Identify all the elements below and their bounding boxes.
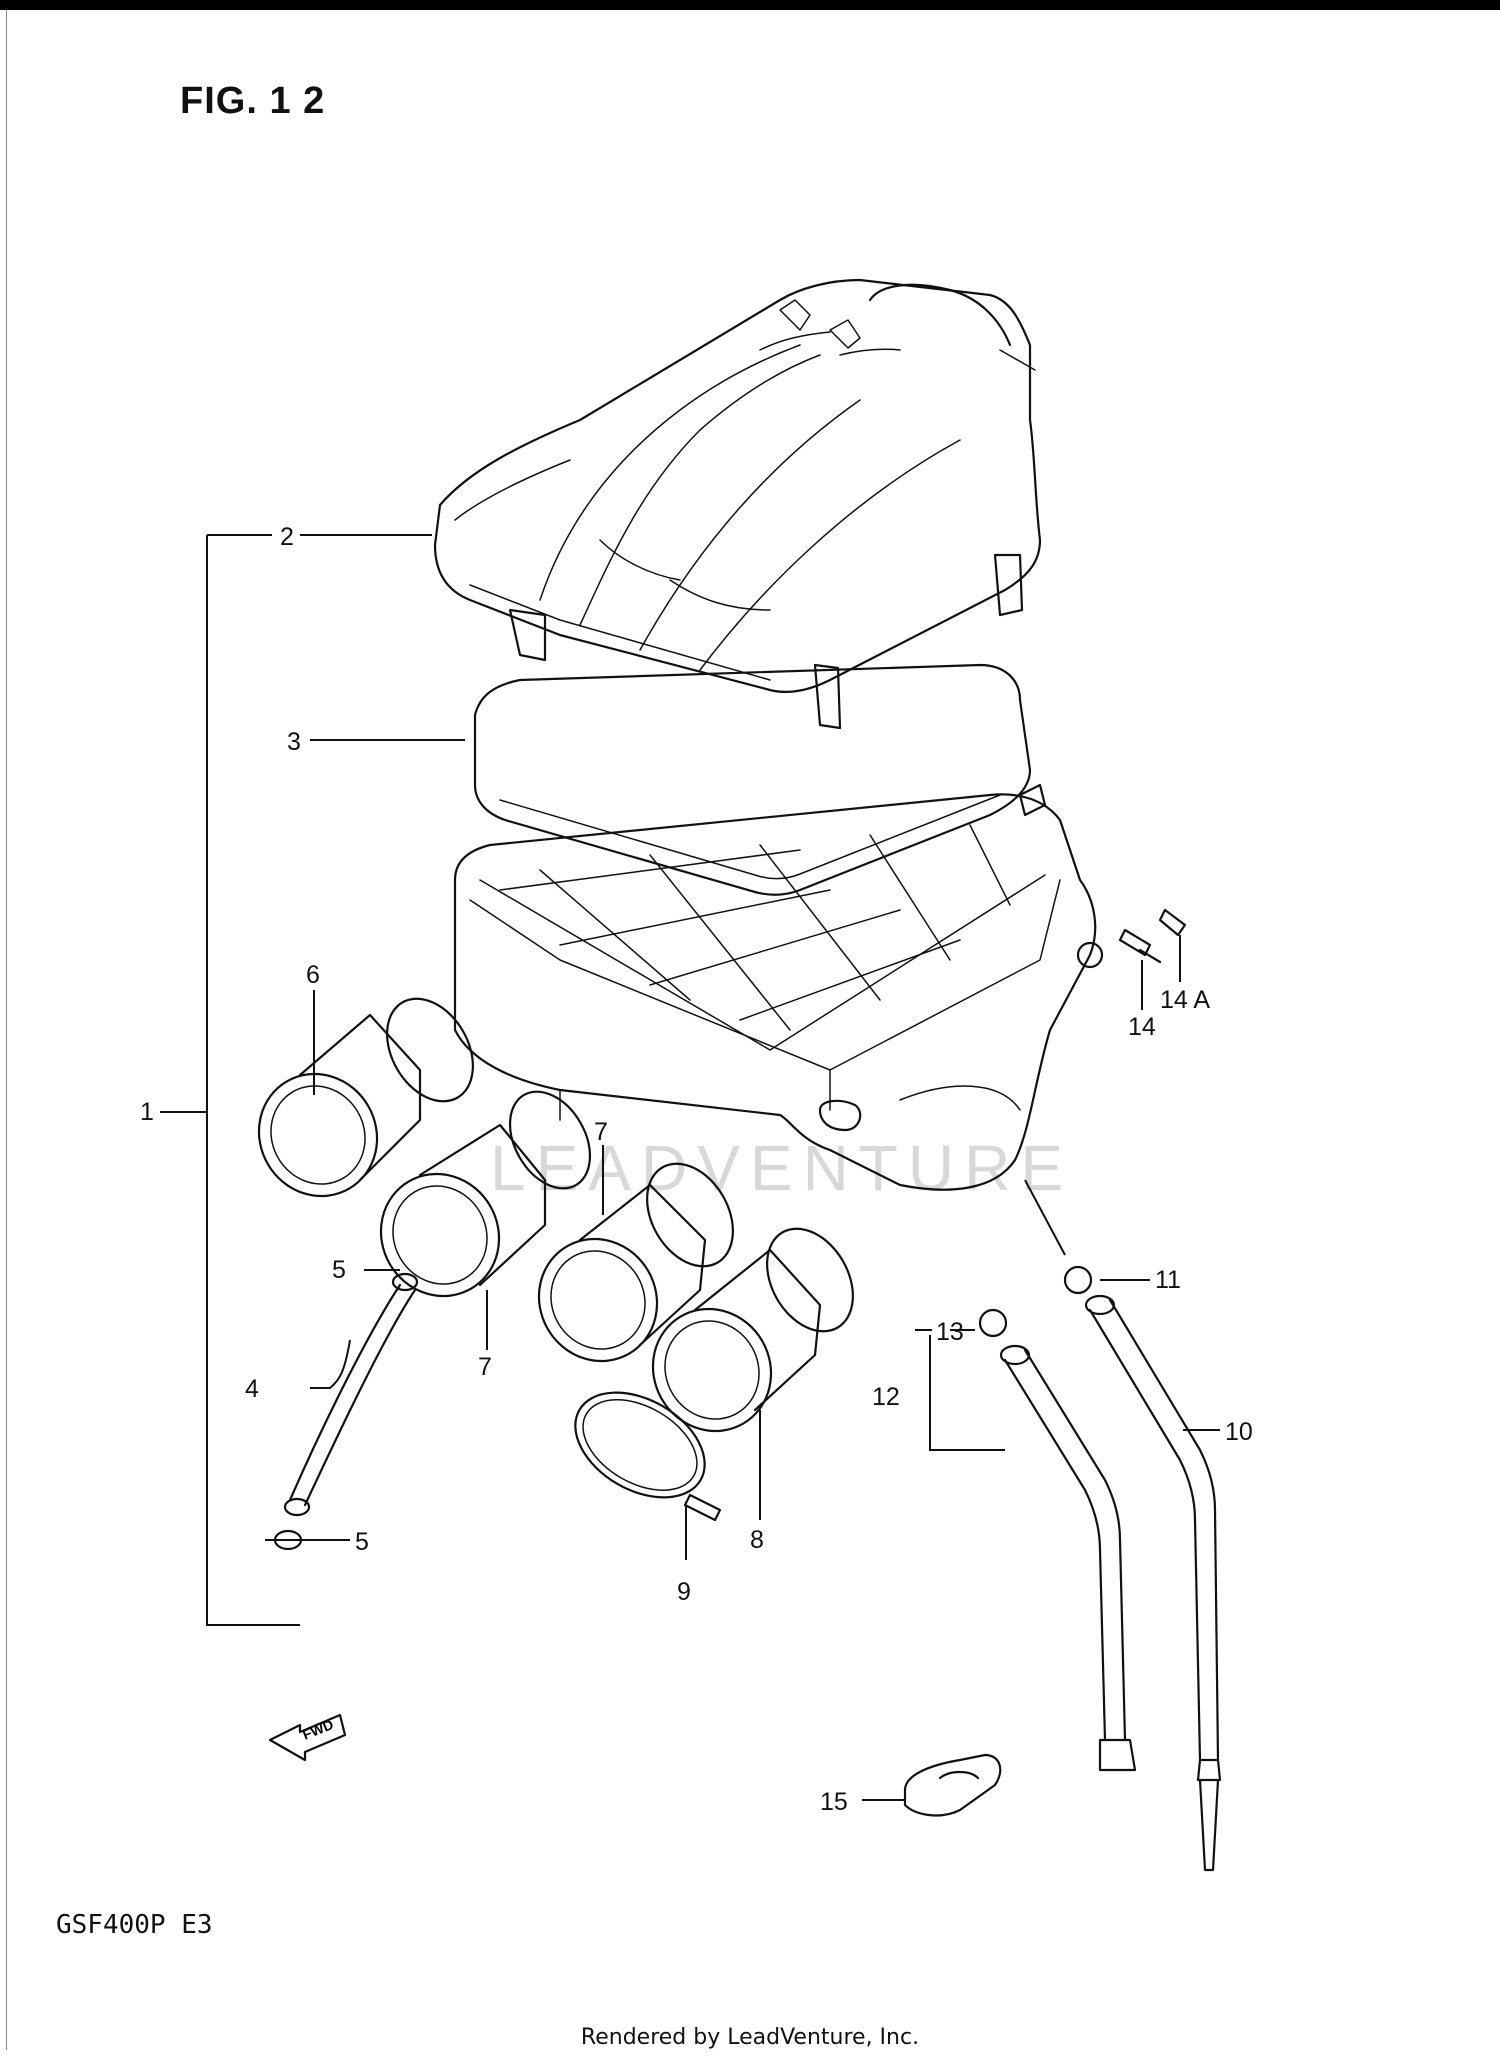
fwd-arrow: FWD	[268, 1713, 347, 1762]
intake-clamp	[574, 1391, 722, 1522]
air-cleaner-cap	[433, 278, 1042, 730]
figure-title: FIG. 1 2	[180, 80, 326, 122]
air-cleaner-case	[453, 783, 1104, 1191]
breather-hose	[273, 1272, 419, 1551]
callout-3: 3	[287, 728, 301, 756]
callout-2: 2	[280, 523, 294, 551]
callout-6: 6	[306, 961, 320, 989]
callout-7-right: 7	[594, 1118, 608, 1146]
callout-7-left: 7	[478, 1353, 492, 1381]
callout-12: 12	[872, 1383, 900, 1411]
left-scan-edge	[6, 10, 7, 2050]
callout-13: 13	[936, 1318, 964, 1346]
drain-hoses	[978, 908, 1222, 1872]
fwd-label: FWD	[300, 1716, 336, 1743]
leader-lines	[160, 534, 1220, 1801]
callout-1: 1	[140, 1098, 154, 1126]
callout-9: 9	[677, 1578, 691, 1606]
top-border	[0, 0, 1500, 10]
callout-10: 10	[1225, 1418, 1253, 1446]
watermark-text: LEADVENTURE	[490, 1132, 1073, 1204]
grommet-15	[903, 1753, 1002, 1817]
callout-8: 8	[750, 1526, 764, 1554]
callout-11: 11	[1155, 1266, 1181, 1294]
callout-5-lower: 5	[355, 1528, 369, 1556]
callout-14a: 14 A	[1160, 986, 1211, 1014]
callout-4: 4	[245, 1375, 259, 1403]
intake-pipes	[257, 997, 854, 1433]
air-cleaner-element	[473, 663, 1032, 896]
render-credit: Rendered by LeadVenture, Inc.	[580, 2025, 920, 2050]
model-code: GSF400P E3	[56, 1910, 213, 1940]
callout-14: 14	[1128, 1013, 1156, 1041]
callout-15: 15	[820, 1788, 848, 1816]
callout-5-upper: 5	[332, 1256, 346, 1284]
